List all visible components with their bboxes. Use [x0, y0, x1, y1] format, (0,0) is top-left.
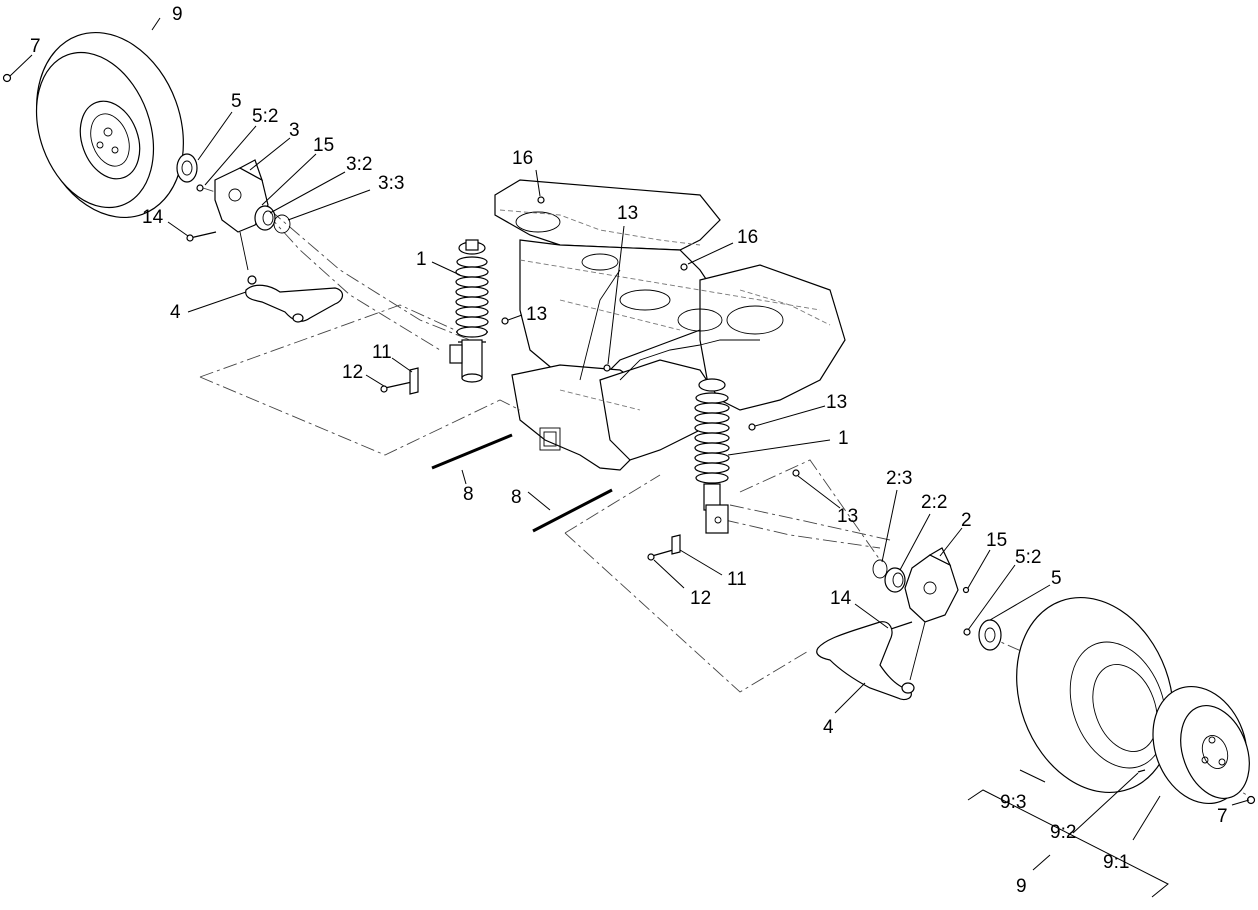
shock-absorber-left: [449, 239, 489, 383]
callout-7-top: 7: [30, 36, 41, 57]
chassis-frame: [494, 179, 846, 471]
callout-9-3: 9:3: [1000, 792, 1026, 813]
valve-stem: [1137, 769, 1146, 773]
callout-5-2-top: 5:2: [252, 106, 278, 127]
snap-ring-left: [273, 214, 291, 234]
callout-15-bottom: 15: [986, 530, 1007, 551]
assembly-lines: [109, 139, 1251, 798]
callout-9-2: 9:2: [1050, 822, 1076, 843]
snap-ring-right: [872, 559, 888, 579]
callout-3-3: 3:3: [378, 173, 404, 194]
callout-9-1: 9:1: [1103, 852, 1129, 873]
callout-13-d: 13: [837, 506, 858, 527]
callout-5-2-bottom: 5:2: [1015, 547, 1041, 568]
callout-8-right: 8: [511, 487, 522, 508]
callout-14-bottom: 14: [830, 588, 852, 609]
callout-2-2: 2:2: [921, 492, 947, 513]
callout-2-3: 2:3: [886, 468, 912, 489]
bolt-13-lower: [792, 469, 800, 477]
callout-3: 3: [289, 120, 300, 141]
tire-bottom-right: [1016, 596, 1174, 794]
bolt-16-b: [680, 263, 688, 271]
callout-13-b: 13: [526, 304, 547, 325]
hub-top-left: [176, 153, 204, 192]
callout-4-left: 4: [170, 302, 181, 323]
bolt-13-right-shock: [748, 423, 756, 431]
callout-13-c: 13: [826, 392, 847, 413]
bolt-16-a: [537, 196, 545, 204]
callout-7-bottom: 7: [1217, 806, 1228, 827]
callout-16-b: 16: [737, 227, 758, 248]
callout-12-left: 12: [342, 362, 363, 383]
callout-labels: 9 7 5 5:2 3 15 3:2 3:3 14 16 13 16 1 13 …: [30, 4, 1228, 897]
bolt-14-top: [186, 231, 217, 242]
callout-12-right: 12: [690, 588, 711, 609]
hub-bottom-right: [963, 619, 1002, 651]
callout-14-top: 14: [142, 207, 164, 228]
callout-5-top: 5: [231, 91, 242, 112]
control-arm-left: [245, 275, 344, 323]
bushing-left: [254, 205, 276, 231]
steering-knuckle-right: [904, 547, 959, 681]
rod-8-right: [532, 488, 613, 533]
wheel-tire-top-left: [35, 31, 184, 219]
control-arm-right: [816, 621, 915, 701]
pin-11-right: [647, 534, 681, 561]
callout-9-top: 9: [172, 4, 183, 25]
callout-1-right: 1: [838, 428, 849, 449]
lug-nut-top-left: [2, 73, 12, 83]
rod-8-left: [431, 433, 513, 470]
callout-8-left: 8: [463, 484, 474, 505]
rim-bottom-right: [1152, 685, 1250, 805]
bolt-15-bottom: [962, 586, 970, 594]
callout-9-bottom: 9: [1016, 876, 1027, 897]
bolt-13-left-shock: [501, 317, 509, 325]
callout-4-right: 4: [823, 717, 834, 738]
pin-11-left: [380, 367, 419, 395]
callout-13-a: 13: [617, 203, 638, 224]
callout-16-a: 16: [512, 148, 533, 169]
bolt-13-frame: [603, 364, 611, 372]
callout-11-left: 11: [372, 342, 392, 363]
callout-3-2: 3:2: [346, 154, 372, 175]
bushing-right: [884, 567, 906, 593]
callout-11-right: 11: [727, 569, 747, 590]
callout-2: 2: [961, 510, 972, 531]
shock-absorber-right: [694, 378, 730, 534]
callout-1-left: 1: [416, 249, 427, 270]
callout-15-top: 15: [313, 135, 334, 156]
leader-lines: [9, 17, 1250, 898]
callout-5-bottom: 5: [1051, 568, 1062, 589]
